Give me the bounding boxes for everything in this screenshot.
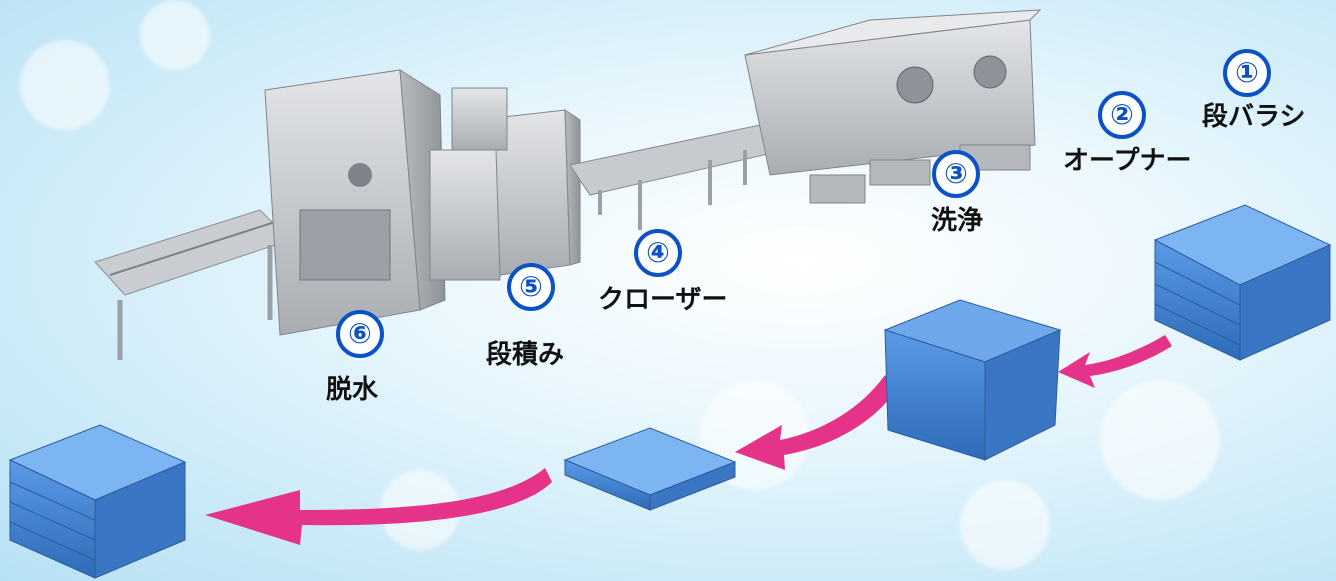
step-label-3: 洗浄 [931, 206, 984, 236]
crate-stack-input [1153, 204, 1332, 361]
step-number-4: ④ [634, 229, 682, 277]
step-label-1: 段バラシ [1202, 102, 1306, 132]
crate-folded [563, 427, 737, 511]
roller-conveyor [94, 209, 291, 360]
step-number-5: ⑤ [507, 263, 555, 311]
step-label-4: クローザー [598, 285, 728, 315]
bokeh-spot [20, 40, 110, 130]
closer-conveyor [569, 124, 786, 230]
crate-open [883, 299, 1062, 461]
step-number-1: ① [1223, 49, 1271, 97]
step-number-3: ③ [932, 150, 980, 198]
step-number-2: ② [1098, 91, 1146, 139]
bokeh-spot [960, 480, 1050, 570]
stacker-machine [429, 87, 581, 281]
step-label-6: 脱水 [326, 375, 379, 405]
step-label-5: 段積み [486, 340, 565, 370]
dewatering-machine [264, 69, 446, 336]
step-number-6: ⑥ [336, 310, 384, 358]
bokeh-spot [140, 0, 210, 70]
flow-arrows [205, 335, 1172, 545]
step-label-2: オープナー [1063, 146, 1192, 176]
washing-machine [744, 9, 1042, 204]
crate-stack-output [8, 424, 187, 579]
bokeh-spot [1100, 380, 1220, 500]
